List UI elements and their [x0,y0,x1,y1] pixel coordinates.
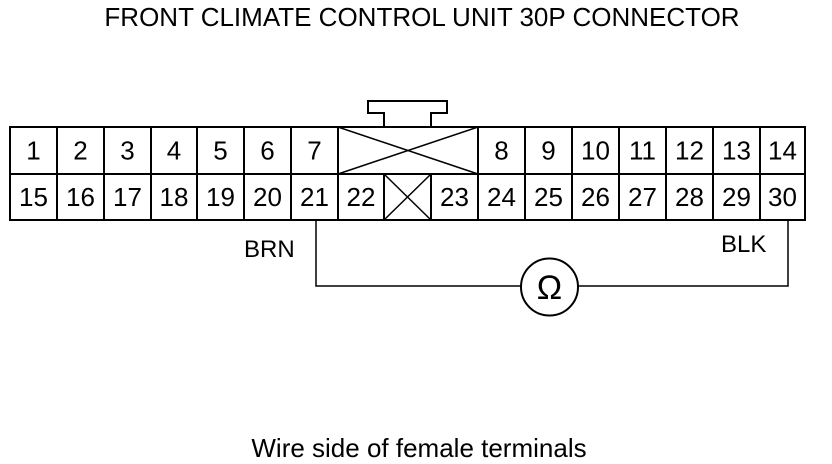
terminal-18: 18 [160,182,189,212]
wire-label-blk: BLK [721,231,766,258]
ohm-icon: Ω [537,269,562,307]
terminal-4: 4 [167,136,181,166]
ohmmeter-circle [520,257,579,317]
terminal-8: 8 [494,136,508,166]
terminal-6: 6 [260,136,274,166]
terminal-17: 17 [113,182,142,212]
terminal-7: 7 [307,136,321,166]
terminal-2: 2 [73,136,87,166]
terminal-25: 25 [534,182,563,212]
diagram-title: FRONT CLIMATE CONTROL UNIT 30P CONNECTOR [104,2,739,32]
blank-cavity-wide-marker [337,126,479,175]
terminal-11: 11 [629,136,656,166]
terminal-13: 13 [722,136,751,166]
terminal-19: 19 [206,182,235,212]
terminal-9: 9 [541,136,555,166]
blank-cavity-marker [383,173,432,221]
terminal-30: 30 [768,182,797,212]
terminal-28: 28 [675,182,704,212]
diagram-caption: Wire side of female terminals [251,433,586,463]
connector-row-2: 15 16 17 18 19 20 21 22 23 24 25 26 27 28 29 30 [19,174,797,220]
terminal-5: 5 [213,136,227,166]
terminal-10: 10 [581,136,610,166]
terminal-24: 24 [487,182,516,212]
terminal-15: 15 [19,182,48,212]
terminal-29: 29 [722,182,751,212]
terminal-27: 27 [628,182,657,212]
terminal-3: 3 [120,136,134,166]
terminal-26: 26 [581,182,610,212]
terminal-14: 14 [768,136,797,166]
wire-blk [578,220,789,287]
wire-brn [315,220,521,287]
terminal-22: 22 [347,182,376,212]
connector-lock-tab [367,100,448,127]
terminal-16: 16 [66,182,95,212]
terminal-20: 20 [253,182,282,212]
terminal-1: 1 [26,136,40,166]
terminal-12: 12 [675,136,704,166]
wire-label-brn: BRN [244,236,295,263]
terminal-21: 21 [300,182,329,212]
terminal-23: 23 [440,182,469,212]
